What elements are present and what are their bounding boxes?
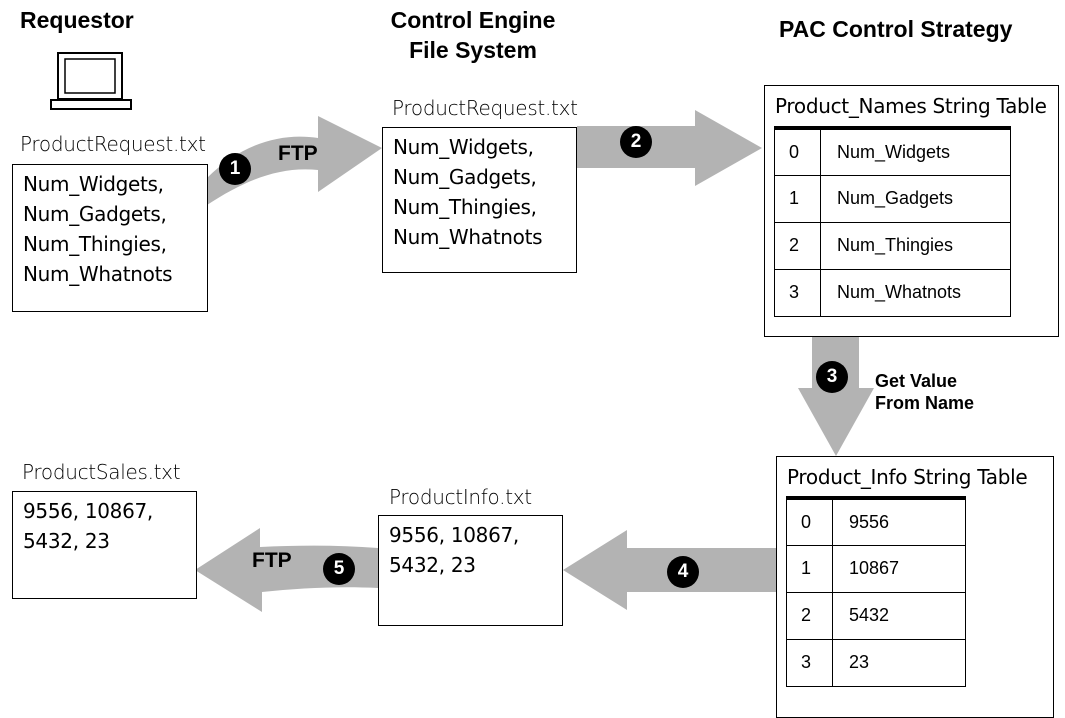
engine-file-name: ProductRequest.txt bbox=[392, 96, 578, 120]
ftp-label-1: FTP bbox=[278, 142, 318, 165]
row-value: 10867 bbox=[832, 544, 966, 593]
heading-control-engine-line2: File System bbox=[409, 37, 537, 63]
info-file-line: 9556, 10867, bbox=[389, 523, 519, 547]
engine-file-line: Num_Widgets, bbox=[393, 135, 534, 159]
row-value: 9556 bbox=[832, 497, 966, 546]
heading-control-engine-line1: Control Engine bbox=[390, 7, 556, 33]
row-index: 0 bbox=[774, 127, 821, 176]
row-value: Num_Widgets bbox=[820, 127, 1011, 176]
requestor-file-line: Num_Gadgets, bbox=[23, 202, 167, 226]
row-index: 3 bbox=[786, 638, 833, 687]
step-1-badge: 1 bbox=[219, 153, 251, 185]
sales-file-box: 9556, 10867, 5432, 23 bbox=[12, 491, 197, 599]
sales-file-name: ProductSales.txt bbox=[22, 460, 181, 484]
get-value-label-line1: Get Value bbox=[875, 371, 958, 391]
row-value: 23 bbox=[832, 638, 966, 687]
step-3-badge: 3 bbox=[816, 361, 848, 393]
row-index: 1 bbox=[786, 544, 833, 593]
product-info-table-title: Product_Info String Table bbox=[787, 465, 1028, 489]
heading-requestor: Requestor bbox=[20, 7, 134, 33]
table-row: 2 5432 bbox=[786, 591, 966, 640]
arrow-2 bbox=[577, 110, 762, 186]
requestor-file-line: Num_Widgets, bbox=[23, 172, 164, 196]
arrow-5 bbox=[195, 528, 378, 612]
arrow-1 bbox=[207, 116, 382, 205]
requestor-file-line: Num_Thingies, bbox=[23, 232, 167, 256]
row-index: 2 bbox=[774, 221, 821, 270]
requestor-file-box: Num_Widgets, Num_Gadgets, Num_Thingies, … bbox=[12, 164, 208, 312]
row-index: 1 bbox=[774, 174, 821, 223]
product-names-table: 0 Num_Widgets 1 Num_Gadgets 2 Num_Thingi… bbox=[774, 126, 1011, 317]
row-value: Num_Thingies bbox=[820, 221, 1011, 270]
info-file-line: 5432, 23 bbox=[389, 553, 476, 577]
sales-file-line: 5432, 23 bbox=[23, 529, 110, 553]
info-file-name: ProductInfo.txt bbox=[389, 485, 532, 509]
table-row: 1 10867 bbox=[786, 544, 966, 593]
laptop-icon bbox=[50, 52, 132, 110]
table-row: 3 23 bbox=[786, 638, 966, 687]
step-5-badge: 5 bbox=[323, 553, 355, 585]
engine-file-box: Num_Widgets, Num_Gadgets, Num_Thingies, … bbox=[382, 127, 577, 273]
table-row: 2 Num_Thingies bbox=[774, 221, 1011, 270]
table-row: 0 Num_Widgets bbox=[774, 127, 1011, 176]
step-4-badge: 4 bbox=[667, 556, 699, 588]
ftp-label-5: FTP bbox=[252, 549, 292, 572]
requestor-file-line: Num_Whatnots bbox=[23, 262, 173, 286]
table-row: 3 Num_Whatnots bbox=[774, 268, 1011, 317]
arrow-3 bbox=[798, 337, 874, 456]
row-index: 0 bbox=[786, 497, 833, 546]
row-value: Num_Whatnots bbox=[820, 268, 1011, 317]
table-row: 0 9556 bbox=[786, 497, 966, 546]
product-names-table-box: Product_Names String Table 0 Num_Widgets… bbox=[764, 85, 1059, 337]
engine-file-line: Num_Gadgets, bbox=[393, 165, 537, 189]
step-2-badge: 2 bbox=[620, 126, 652, 158]
engine-file-line: Num_Thingies, bbox=[393, 195, 537, 219]
row-value: Num_Gadgets bbox=[820, 174, 1011, 223]
get-value-label: Get Value From Name bbox=[875, 370, 974, 414]
get-value-label-line2: From Name bbox=[875, 393, 975, 413]
heading-pac-strategy: PAC Control Strategy bbox=[779, 16, 1013, 42]
product-names-table-title: Product_Names String Table bbox=[775, 94, 1047, 118]
row-index: 3 bbox=[774, 268, 821, 317]
row-value: 5432 bbox=[832, 591, 966, 640]
table-row: 1 Num_Gadgets bbox=[774, 174, 1011, 223]
requestor-file-name: ProductRequest.txt bbox=[20, 132, 206, 156]
product-info-table: 0 9556 1 10867 2 5432 3 23 bbox=[786, 496, 966, 687]
info-file-box: 9556, 10867, 5432, 23 bbox=[378, 515, 563, 626]
product-info-table-box: Product_Info String Table 0 9556 1 10867… bbox=[776, 456, 1054, 718]
heading-control-engine: Control Engine File System bbox=[378, 5, 568, 65]
engine-file-line: Num_Whatnots bbox=[393, 225, 543, 249]
row-index: 2 bbox=[786, 591, 833, 640]
sales-file-line: 9556, 10867, bbox=[23, 499, 153, 523]
